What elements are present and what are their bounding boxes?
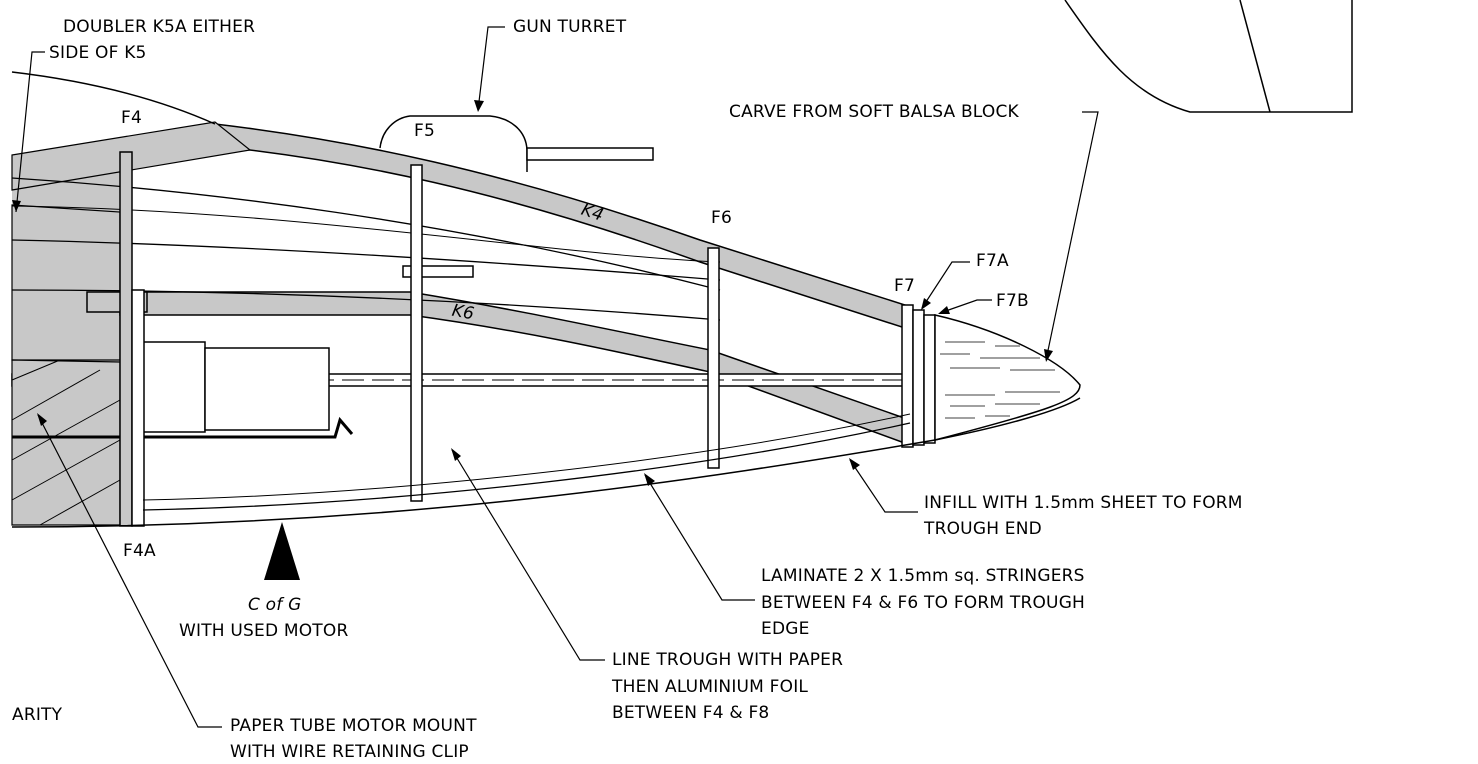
arrowhead-line-trough — [451, 448, 461, 461]
label-k6: K6 — [450, 301, 475, 325]
stringer-3 — [11, 289, 721, 321]
leader-doubler — [15, 51, 45, 213]
label-f7: F7 — [894, 276, 915, 296]
arrowhead-laminate — [644, 473, 655, 486]
former-f5 — [410, 164, 423, 502]
stringer-2 — [11, 239, 721, 281]
arrowhead-carve — [1044, 349, 1053, 362]
arrowhead-f7a — [921, 298, 931, 310]
label-f7a: F7A — [976, 251, 1009, 271]
leader-paper-tube — [37, 414, 222, 728]
former-f7a — [912, 309, 925, 446]
label-laminate-line2: BETWEEN F4 & F6 TO FORM TROUGH — [761, 593, 1086, 613]
label-cg-line1: C of G — [248, 595, 302, 615]
lower-skin — [11, 397, 1081, 528]
upper-curve — [11, 71, 216, 125]
leader-carve — [1045, 111, 1099, 361]
label-paper-tube-line2: WITH WIRE RETAINING CLIP — [230, 742, 469, 762]
leader-laminate — [644, 474, 755, 601]
small-spar — [402, 265, 474, 278]
label-paper-tube-line1: PAPER TUBE MOTOR MOUNT — [230, 716, 477, 736]
former-f7b — [923, 314, 936, 444]
label-line-trough-line3: BETWEEN F4 & F8 — [612, 703, 770, 723]
label-infill-line1: INFILL WITH 1.5mm SHEET TO FORM — [924, 493, 1243, 513]
label-gun-turret: GUN TURRET — [513, 17, 627, 37]
label-line-trough-line2: THEN ALUMINIUM FOIL — [612, 677, 809, 697]
former-f6 — [707, 247, 720, 469]
label-laminate-line3: EDGE — [761, 619, 810, 639]
tail-fin-line — [1239, 0, 1271, 113]
trough-edge-2 — [142, 413, 911, 501]
label-f4a: F4A — [123, 541, 156, 561]
tail-fin — [1064, 0, 1353, 113]
label-infill-line2: TROUGH END — [924, 519, 1042, 539]
label-f5: F5 — [414, 121, 435, 141]
label-doubler-line2: SIDE OF K5 — [49, 43, 147, 63]
trough-edge — [142, 422, 911, 511]
label-line-trough-line1: LINE TROUGH WITH PAPER — [612, 650, 844, 670]
gun-turret — [379, 115, 528, 172]
gun-barrel — [526, 147, 654, 161]
label-f6: F6 — [711, 208, 732, 228]
wire-clip — [12, 416, 354, 439]
shaded-bay — [11, 204, 121, 361]
arrowhead-paper-tube — [37, 413, 47, 426]
label-f7b: F7B — [996, 291, 1029, 311]
balsa-grain — [940, 341, 1060, 419]
mount-block-1 — [142, 341, 206, 433]
stringer-1 — [11, 177, 721, 291]
leader-infill — [849, 459, 918, 513]
former-f4a — [131, 289, 145, 527]
label-doubler-line1: DOUBLER K5A EITHER — [63, 17, 256, 37]
leader-f7b — [939, 299, 992, 314]
arrowhead-infill — [849, 458, 860, 470]
label-clarity-fragment: ARITY — [12, 705, 63, 725]
former-f4 — [119, 151, 133, 527]
cg-marker — [264, 522, 300, 580]
balsa-nose-block — [934, 314, 1081, 441]
label-f4: F4 — [121, 108, 142, 128]
former-f7 — [901, 304, 914, 448]
leader-gun-turret — [477, 26, 505, 111]
mount-block-2 — [204, 347, 330, 431]
leader-f7a — [921, 261, 970, 309]
label-cg-line2: WITH USED MOTOR — [179, 621, 349, 641]
arrowhead-gun-turret — [474, 100, 484, 112]
arrowhead-doubler — [12, 200, 21, 212]
label-carve: CARVE FROM SOFT BALSA BLOCK — [729, 102, 1019, 122]
label-laminate-line1: LAMINATE 2 X 1.5mm sq. STRINGERS — [761, 566, 1085, 586]
arrowhead-f7b — [938, 306, 950, 314]
leader-line-trough — [451, 449, 605, 661]
hatched-block — [11, 359, 121, 526]
